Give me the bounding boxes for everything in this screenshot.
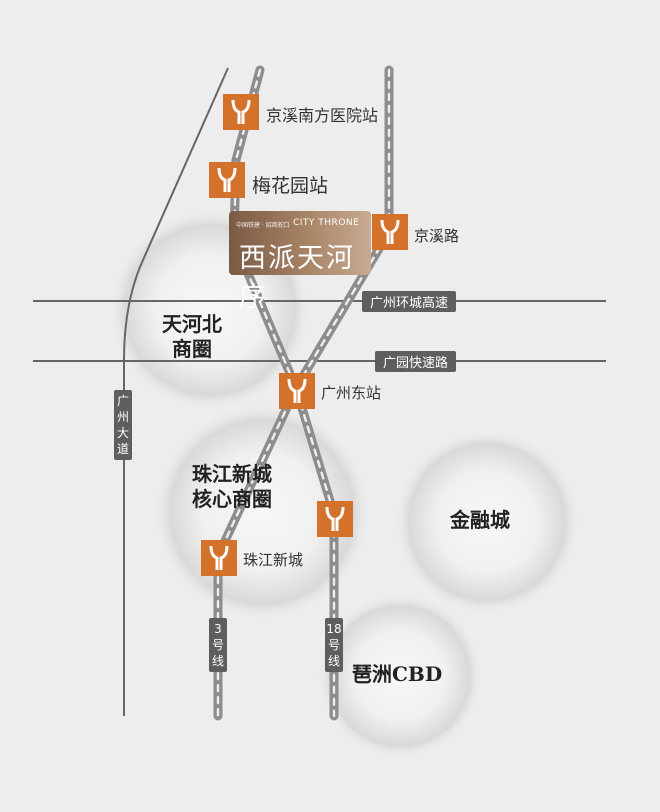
station-label-zhujiang-new-town: 珠江新城 [243,551,304,569]
station-label-jingxi-nanfang: 京溪南方医院站 [266,106,379,125]
district-finance: 金融城 [450,508,510,532]
road-label-guangyuan: 广园快速路 [375,351,457,372]
road-label-avenue: 广州大道 [114,390,132,460]
metro-station-icon [209,162,245,198]
halo-pazhou [318,594,482,758]
road-avenue [123,67,229,716]
project-name-en: CITY THRONE [293,218,360,228]
metro-station-icon [317,501,353,537]
district-tianhebei: 天河北 商圈 [162,312,222,361]
line-label-18: 18号线 [325,618,343,672]
metro-station-icon [223,94,259,130]
halo-finance [395,430,579,614]
station-label-meihuayuan: 梅花园站 [252,175,329,197]
metro-station-icon [201,540,237,576]
metro-station-icon [372,214,408,250]
station-label-guangzhou-east: 广州东站 [321,384,382,402]
line-label-3: 3号线 [209,618,227,672]
project-developers: 中国铁建 · 招商蛇口 [236,222,290,229]
station-label-jingxilu: 京溪路 [414,227,460,245]
district-zhujiang: 珠江新城 核心商圈 [192,462,272,511]
project-name-cn: 西派天河序 [239,243,355,313]
project-badge: 中国铁建 · 招商蛇口 CITY THRONE 西派天河序 [229,211,371,313]
metro-station-icon [279,373,315,409]
district-pazhou: 琶洲CBD [352,662,443,686]
road-label-ring: 广州环城高速 [362,291,457,312]
